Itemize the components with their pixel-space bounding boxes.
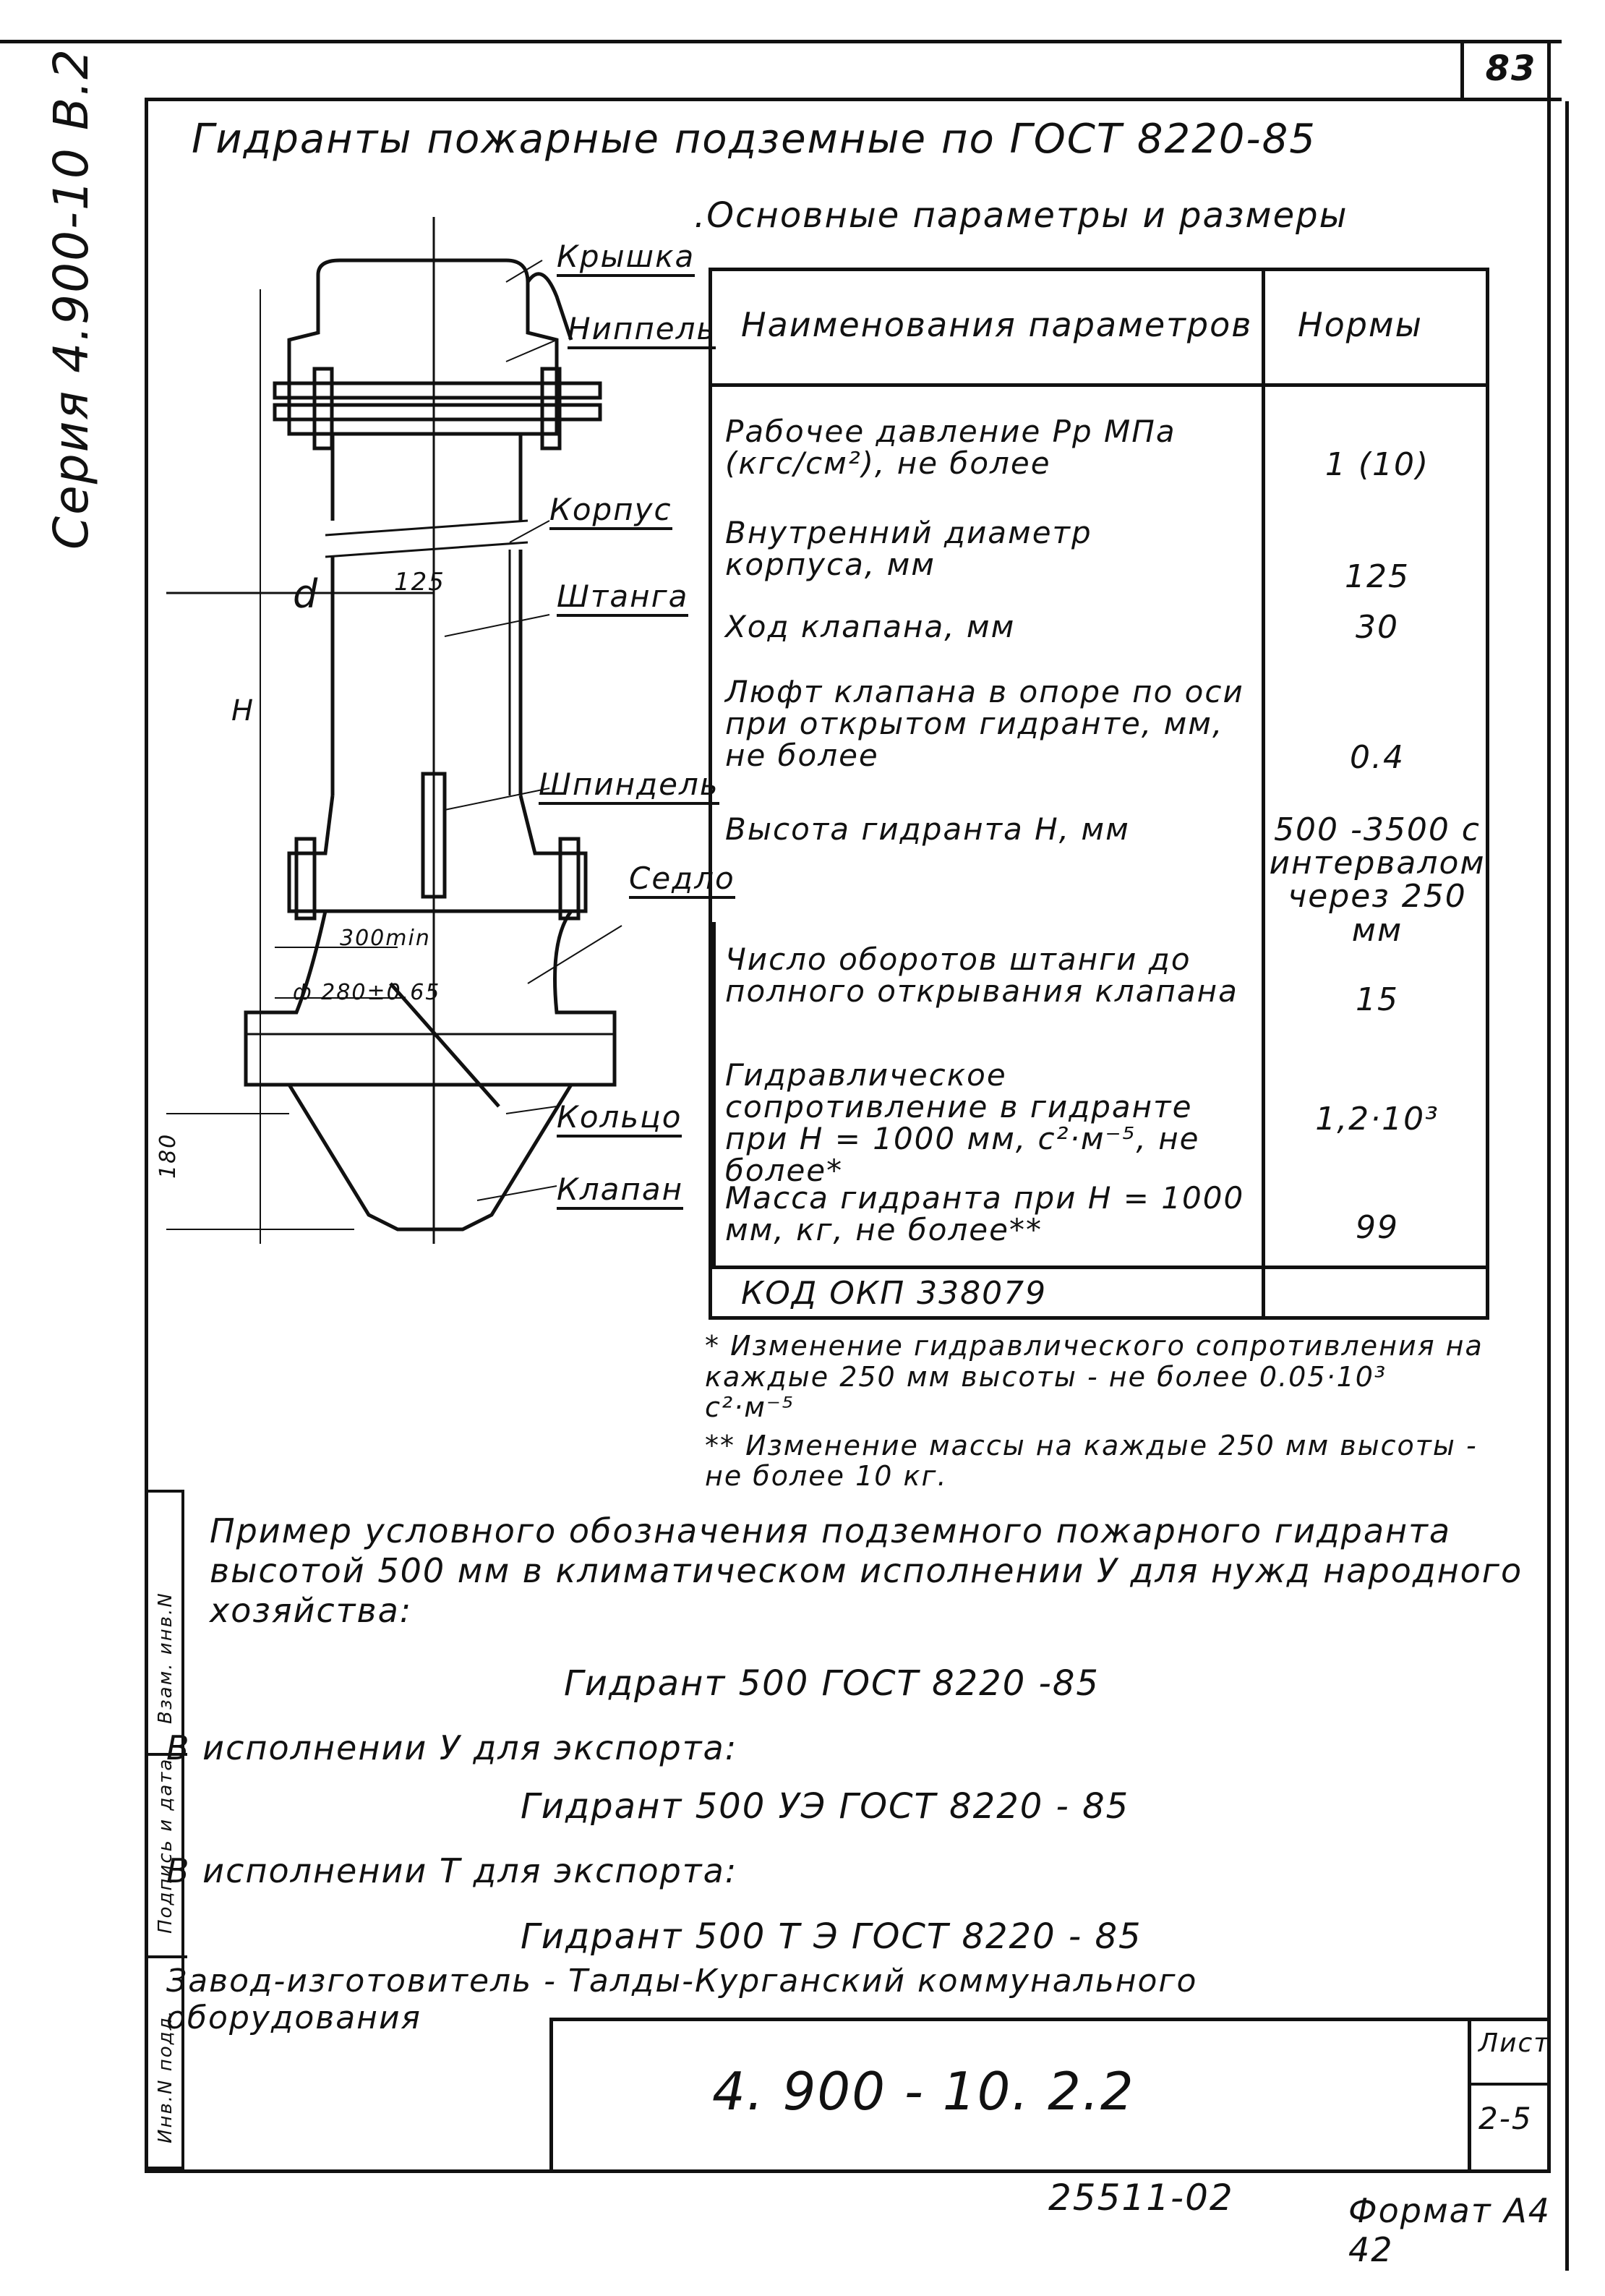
param-value-0: 1 (10) xyxy=(1324,446,1430,483)
callout-sedlo: Седло xyxy=(629,861,735,899)
callout-koltso: Кольцо xyxy=(557,1099,682,1138)
param-name-0: Рабочее давление Рр МПа (кгс/см²), не бо… xyxy=(725,414,1176,482)
sheet-number: 83 xyxy=(1485,48,1537,89)
sheet-label: Лист xyxy=(1478,2028,1551,2058)
frame-inner-top xyxy=(148,98,1562,101)
title-block xyxy=(549,2018,1551,2173)
document-designation: 4. 900 - 10. 2.2 xyxy=(712,2061,1135,2122)
frame-right xyxy=(1547,40,1551,2173)
kod-okp: КОД ОКП 338079 xyxy=(741,1275,1048,1312)
manufacturer: Завод-изготовитель - Талды-Курганский ко… xyxy=(166,1963,1198,2036)
callout-kryshka: Крышка xyxy=(557,239,696,277)
cap-flange-2 xyxy=(273,403,602,422)
bolt-right xyxy=(540,367,562,451)
example-line-3: Гидрант 500 Т Э ГОСТ 8220 - 85 xyxy=(521,1916,1142,1957)
param-name-4: Высота гидранта Н, мм xyxy=(725,811,1130,847)
param-name-6: Гидравлическое сопротивление в гидранте … xyxy=(725,1057,1200,1189)
table-subtitle: .Основные параметры и размеры xyxy=(694,195,1348,236)
parameters-table: Наименования параметров Нормы Рабочее да… xyxy=(709,268,1489,1320)
param-name-2: Ход клапана, мм xyxy=(725,609,1016,644)
dim-125: 125 xyxy=(394,568,445,597)
frame-sheet-sep xyxy=(1460,40,1464,98)
dim-d: d xyxy=(293,571,320,617)
side-podpis: Подпись и дата xyxy=(155,1757,176,1934)
title-block-left xyxy=(549,2018,553,2173)
side-stamp: Взам. инв.N Подпись и дата Инв.N подл. xyxy=(145,1490,187,2169)
param-value-5: 15 xyxy=(1356,981,1399,1018)
frame-left xyxy=(145,98,148,2173)
footnotes: * Изменение гидравлического сопротивлени… xyxy=(705,1331,1486,1492)
series-label: Серия 4.900-10 В.2 xyxy=(43,47,99,550)
bolt-left xyxy=(312,367,334,451)
param-value-7: 99 xyxy=(1356,1209,1399,1246)
side-inv: Инв.N подл. xyxy=(155,2009,176,2143)
param-name-3: Люфт клапана в опоре по оси при открытом… xyxy=(725,674,1244,774)
example-label-3: В исполнении Т для экспорта: xyxy=(166,1851,738,1890)
side-vzam: Взам. инв.N xyxy=(155,1592,176,1724)
example-intro: Пример условного обозначения подземного … xyxy=(210,1511,1523,1631)
callout-shtanga: Штанга xyxy=(557,579,689,617)
frame-bottom xyxy=(145,2169,1551,2173)
callout-klapan: Клапан xyxy=(557,1172,684,1210)
param-value-3: 0.4 xyxy=(1350,739,1405,776)
frame-outer-right xyxy=(1565,101,1569,2271)
dim-300: 300min xyxy=(340,926,431,951)
param-name-1: Внутренний диаметр корпуса, мм xyxy=(725,515,1092,583)
param-value-4: 500 -3500 с интервалом через 250 мм xyxy=(1269,811,1486,949)
archive-code: 25511-02 xyxy=(1048,2177,1234,2219)
header-norm: Нормы xyxy=(1298,305,1423,344)
param-value-2: 30 xyxy=(1356,609,1399,646)
param-name-5: Число оборотов штанги до полного открыва… xyxy=(725,942,1238,1010)
footnote-1: * Изменение гидравлического сопротивлени… xyxy=(705,1330,1484,1424)
side-sep-1 xyxy=(147,1753,187,1756)
sheet-box-sep xyxy=(1468,2083,1551,2086)
sheet-value: 2-5 xyxy=(1478,2101,1533,2136)
table-header: Наименования параметров Нормы xyxy=(712,271,1486,387)
callout-korpus: Корпус xyxy=(549,492,672,530)
callout-shpindel: Шпиндель xyxy=(539,767,719,805)
cap-hatch xyxy=(526,272,573,341)
example-line-1: Гидрант 500 ГОСТ 8220 -85 xyxy=(564,1663,1100,1704)
callout-nippel: Ниппель xyxy=(568,311,716,349)
footnote-2: ** Изменение массы на каждые 250 мм высо… xyxy=(705,1429,1478,1493)
frame-top xyxy=(0,40,1562,43)
dim-180: 180 xyxy=(155,1132,181,1179)
header-name: Наименования параметров xyxy=(741,305,1253,344)
cap-outline xyxy=(287,258,559,436)
example-label-2: В исполнении У для экспорта: xyxy=(166,1728,738,1767)
cap-flange xyxy=(273,381,602,400)
dim-H: H xyxy=(231,694,255,727)
param-value-6: 1,2·10³ xyxy=(1315,1101,1439,1138)
format-label: Формат А4 42 xyxy=(1348,2191,1551,2269)
param-name-7: Масса гидранта при Н = 1000 мм, кг, не б… xyxy=(725,1180,1245,1248)
example-line-2: Гидрант 500 УЭ ГОСТ 8220 - 85 xyxy=(521,1786,1130,1827)
hydrant-drawing xyxy=(166,217,622,1244)
sheet-box xyxy=(1468,2018,1554,2169)
page-title: Гидранты пожарные подземные по ГОСТ 8220… xyxy=(192,116,1317,163)
table-column-separator xyxy=(1262,271,1265,1316)
kod-row: КОД ОКП 338079 xyxy=(712,1266,1486,1323)
side-sep-2 xyxy=(147,1955,187,1958)
dim-280: ф 280±0.65 xyxy=(293,980,441,1005)
param-value-1: 125 xyxy=(1345,558,1410,595)
table-left-notch xyxy=(712,922,716,1269)
